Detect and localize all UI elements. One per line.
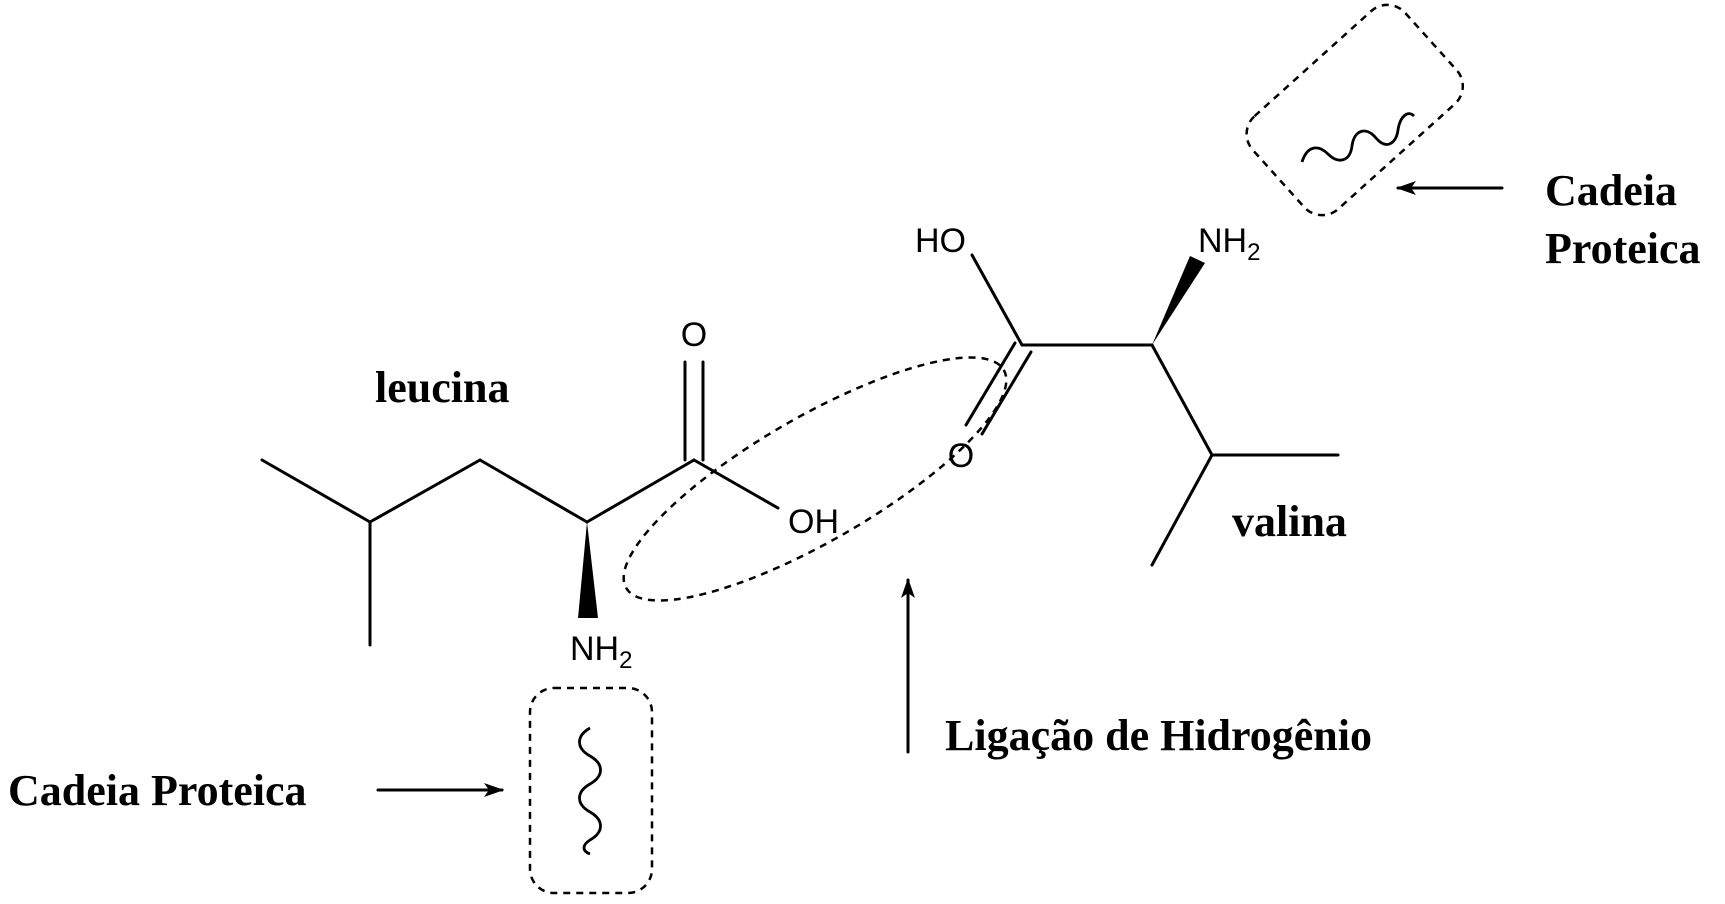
protein-chain-wavy-right [1300, 112, 1415, 163]
leucine-bond-c-oh [692, 458, 780, 510]
leucine-bond-methyl-1 [260, 458, 372, 524]
protein-chain-wavy-left [578, 726, 602, 856]
leucine-bond-ch2-calpha [478, 458, 589, 524]
valine-hydroxyl: HO [915, 222, 966, 260]
valine-bond-calpha-cbeta [1150, 343, 1214, 457]
protein-chain-box-right [1245, 3, 1465, 217]
valine-bond-co-double-b [980, 350, 1033, 436]
leucine-bond-calpha-carboxyl [585, 458, 696, 524]
protein-chain-label-right-line2: Proteica [1545, 224, 1701, 273]
leucine-amine-nh: NH [570, 630, 619, 668]
valine-structure: HO O NH2 valina [915, 222, 1347, 567]
leucine-structure: O OH NH2 leucina [260, 316, 839, 674]
hydrogen-bond-label: Ligação de Hidrogênio [945, 711, 1372, 760]
protein-chain-label-right-line1: Cadeia [1545, 166, 1677, 215]
protein-chain-label-left: Cadeia Proteica [8, 766, 307, 815]
valine-wedge-bond-nh2 [1152, 256, 1205, 345]
protein-chain-box-left [528, 686, 654, 895]
valine-amine-subscript: 2 [1247, 239, 1260, 266]
valine-bond-ho-c [970, 253, 1024, 347]
leucine-name-label: leucina [375, 363, 509, 412]
leucine-hydroxyl: OH [788, 503, 839, 541]
valine-amine: NH2 [1198, 222, 1260, 266]
leucine-bond-ch-ch2 [368, 458, 482, 524]
leucine-wedge-bond-nh2 [578, 522, 598, 618]
valine-name-label: valina [1232, 497, 1347, 546]
valine-bond-methyl-2 [1150, 453, 1214, 567]
valine-carbonyl-oxygen: O [948, 437, 974, 475]
hydrogen-bond-ellipse [622, 356, 1008, 602]
valine-amine-nh: NH [1198, 222, 1247, 260]
leucine-carbonyl-oxygen: O [681, 316, 707, 354]
leucine-amine-subscript: 2 [619, 647, 632, 674]
valine-bond-co-double-a [964, 341, 1017, 427]
leucine-amine: NH2 [570, 630, 632, 674]
